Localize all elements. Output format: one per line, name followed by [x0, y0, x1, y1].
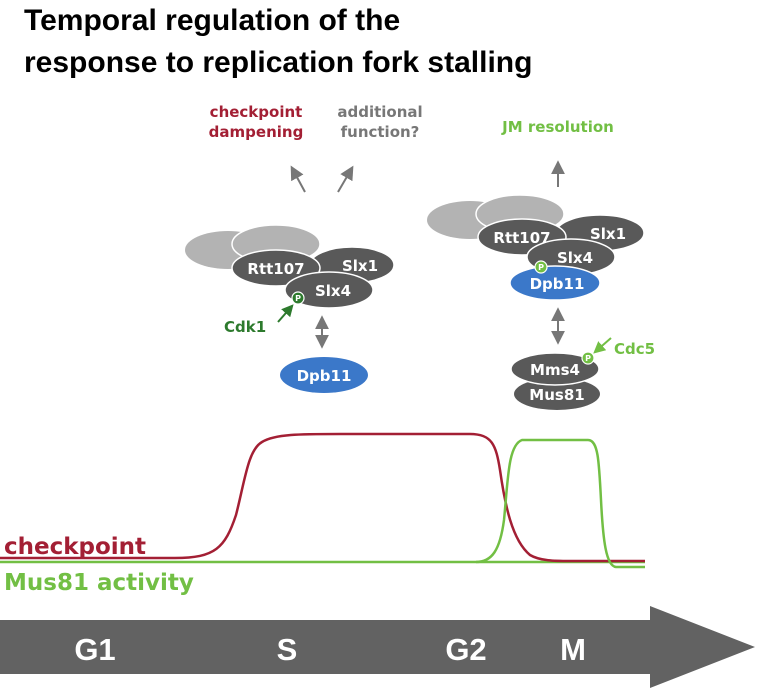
left-cdk1-arrow — [277, 304, 294, 323]
phase-m: M — [560, 632, 586, 667]
left-label-additional-2: function? — [341, 123, 420, 141]
right-complex: JM resolution Slx1 Rtt107 Slx4 Dpb11 P M… — [427, 118, 655, 410]
left-cdk1-label: Cdk1 — [224, 318, 266, 336]
left-rtt107-label: Rtt107 — [247, 260, 304, 278]
right-mms4-oval — [510, 352, 600, 386]
right-cdc5-arrow — [593, 337, 612, 354]
right-rtt107-label: Rtt107 — [493, 229, 550, 247]
left-slx4-label: Slx4 — [315, 282, 351, 300]
right-mus81-label: Mus81 — [529, 386, 584, 404]
right-slx4-phospho-badge — [534, 260, 548, 274]
left-complex: checkpoint dampening additional function… — [185, 103, 423, 393]
phase-g1: G1 — [74, 632, 115, 667]
checkpoint-curve — [0, 432, 645, 563]
right-mms4-phospho-label: P — [585, 354, 591, 363]
left-dpb11-label: Dpb11 — [297, 367, 352, 385]
mus81-curve — [475, 438, 645, 569]
right-label-resolution: JM resolution — [501, 118, 614, 136]
right-mms4-phospho-badge — [581, 351, 595, 365]
right-dpb11-oval — [509, 265, 601, 301]
left-slx1-label: Slx1 — [342, 257, 378, 275]
right-mus81-oval — [514, 378, 600, 410]
left-arrow-up-left — [290, 165, 306, 193]
right-dpb11-label: Dpb11 — [530, 275, 585, 293]
right-cdc5-label: Cdc5 — [614, 340, 655, 358]
left-phospho-badge — [291, 291, 305, 305]
left-label-checkpoint-1: checkpoint — [210, 103, 303, 121]
title-line-1: Temporal regulation of the — [24, 4, 400, 37]
checkpoint-curve-label: checkpoint — [4, 534, 146, 560]
mus81-curve-label: Mus81 activity — [4, 570, 194, 596]
right-slx1-label: Slx1 — [590, 225, 626, 243]
title-line-2: response to replication fork stalling — [24, 46, 532, 79]
left-slx4-oval — [284, 271, 374, 309]
cell-cycle-arrow — [0, 606, 755, 688]
left-phospho-label: P — [295, 294, 301, 303]
phase-g2: G2 — [445, 632, 486, 667]
left-arrow-up-right — [337, 165, 354, 193]
phase-s: S — [277, 632, 298, 667]
left-dpb11-oval — [280, 357, 368, 393]
right-mms4-label: Mms4 — [530, 361, 580, 379]
left-label-checkpoint-2: dampening — [209, 123, 304, 141]
right-slx4-phospho-label: P — [538, 263, 544, 272]
right-slx4-label: Slx4 — [557, 249, 593, 267]
left-label-additional-1: additional — [337, 103, 422, 121]
